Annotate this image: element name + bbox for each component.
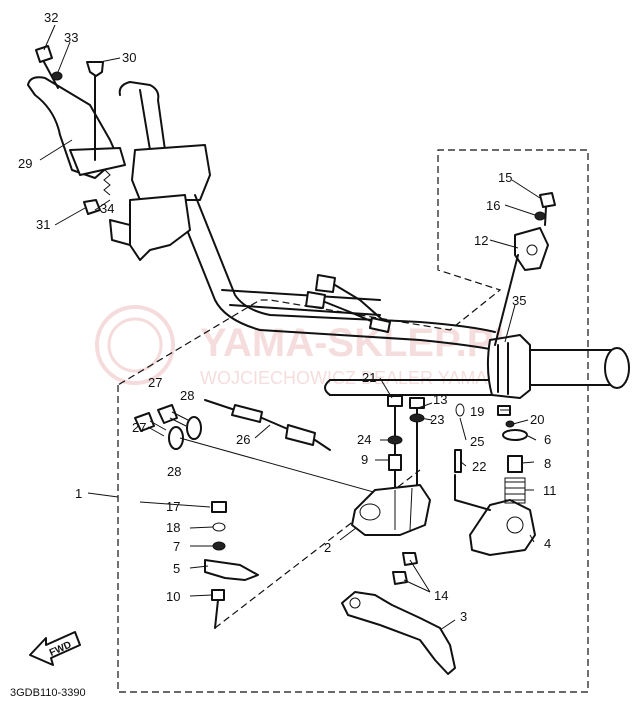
screw-10 [211, 589, 225, 629]
lever-holder-2 [351, 484, 431, 536]
washer-7 [212, 541, 226, 551]
callout-27-upper: 27 [148, 375, 162, 390]
bolt-27-lower [134, 412, 167, 437]
bolt-13 [409, 397, 425, 496]
washer-16 [534, 211, 546, 221]
pin-20 [505, 420, 515, 428]
handlebar [109, 81, 501, 396]
wire-connector [305, 274, 391, 333]
callout-16: 16 [486, 198, 500, 213]
callout-12: 12 [474, 233, 488, 248]
clutch-lever-29 [27, 76, 126, 179]
callout-8: 8 [544, 456, 551, 471]
callout-34: 34 [100, 201, 114, 216]
callout-15: 15 [498, 170, 512, 185]
callout-32: 32 [44, 10, 58, 25]
leader-lines [39, 24, 541, 631]
circlip-25 [455, 403, 465, 417]
cable-holder-12 [494, 227, 549, 346]
callout-31: 31 [36, 217, 50, 232]
callout-11: 11 [543, 483, 557, 498]
callout-23: 23 [430, 412, 444, 427]
collar-9 [388, 454, 402, 471]
callout-13: 13 [433, 392, 447, 407]
master-cylinder-4 [454, 474, 536, 556]
callout-4: 4 [544, 536, 551, 551]
callout-7: 7 [173, 539, 180, 554]
callout-24: 24 [357, 432, 371, 447]
washer-18 [212, 522, 226, 532]
callout-3: 3 [460, 609, 467, 624]
diagram-code: 3GDB110-3390 [10, 687, 86, 699]
bolt-32 [35, 45, 59, 89]
callout-22: 22 [472, 459, 486, 474]
piston-8 [507, 455, 523, 473]
callout-1: 1 [75, 486, 82, 501]
callout-30: 30 [122, 50, 136, 65]
callout-28-lower: 28 [167, 464, 181, 479]
callout-6: 6 [544, 432, 551, 447]
watermark: YAMA-SKLEP.PL WOJCIECHOWICZ DEALER YAMAH… [95, 305, 518, 388]
throttle-grip [486, 334, 630, 399]
callout-29: 29 [18, 156, 32, 171]
callout-33: 33 [64, 30, 78, 45]
nut-31 [83, 199, 101, 215]
callout-27-lower: 27 [132, 420, 146, 435]
callout-19: 19 [470, 404, 484, 419]
screw-15 [539, 192, 556, 226]
callout-14: 14 [434, 588, 448, 603]
bolt-30 [86, 61, 104, 161]
spring-34 [103, 169, 111, 196]
brake-switch-5 [204, 559, 259, 581]
spring-11 [504, 477, 526, 504]
callout-5: 5 [173, 561, 180, 576]
cable-switch-26 [179, 399, 421, 506]
washer-24 [387, 435, 403, 445]
callout-20: 20 [530, 412, 544, 427]
callout-17: 17 [166, 499, 180, 514]
callout-18: 18 [166, 520, 180, 535]
assembly-1-boundary [117, 149, 589, 693]
washer-33 [51, 71, 63, 81]
callout-35: 35 [512, 293, 526, 308]
bolt-27-upper [157, 404, 189, 427]
watermark-subtext: WOJCIECHOWICZ DEALER YAMAHA [200, 368, 512, 388]
washer-23 [409, 413, 425, 423]
callout-10: 10 [166, 589, 180, 604]
screw-17 [211, 501, 227, 513]
clamp-28 [168, 416, 202, 450]
brake-lever-3 [341, 591, 456, 675]
callout-25: 25 [470, 434, 484, 449]
callout-labels: 32 33 30 29 34 31 15 16 12 35 21 13 23 2… [18, 10, 557, 624]
callout-2: 2 [324, 540, 331, 555]
pin-22 [454, 449, 462, 473]
fwd-arrow: FWD [29, 631, 81, 666]
dust-cap-6 [502, 429, 528, 441]
callout-26: 26 [236, 432, 250, 447]
callout-9: 9 [361, 452, 368, 467]
callout-28-upper: 28 [180, 388, 194, 403]
nut-14 [392, 552, 418, 585]
bolt-21 [387, 395, 403, 491]
callout-21: 21 [362, 370, 376, 385]
